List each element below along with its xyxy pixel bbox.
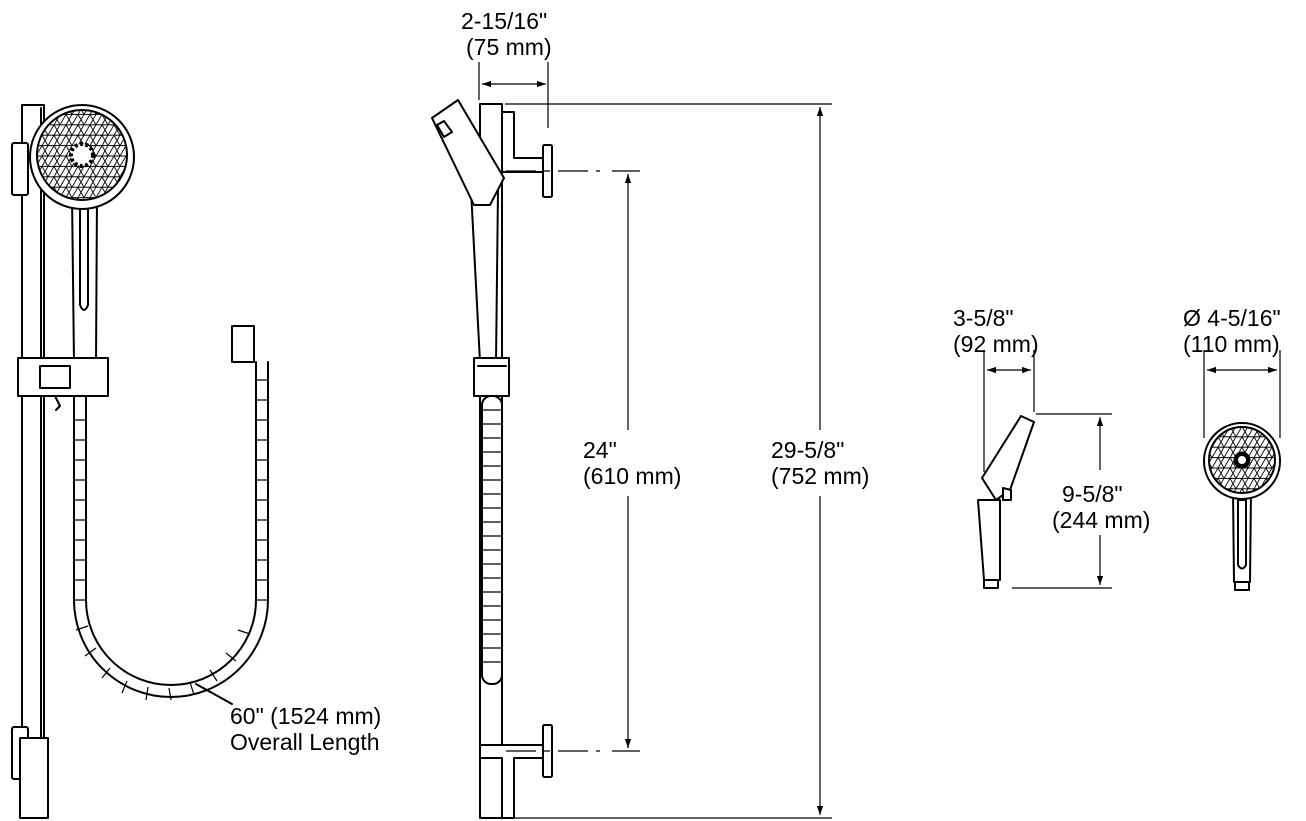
handshower-diameter-label: Ø 4-5/16" (110 mm) — [1183, 305, 1281, 357]
hose-length-caption: Overall Length — [230, 729, 380, 755]
handshower-handle — [71, 194, 98, 363]
handshower-front-view — [1203, 350, 1281, 591]
arm-offset-imperial: 2-15/16" — [461, 8, 548, 34]
overall-height-label: 29-5/8" (752 mm) — [771, 437, 869, 489]
handshower-depth-label: 3-5/8" (92 mm) — [953, 305, 1039, 357]
handshower-height-metric: (244 mm) — [1052, 507, 1151, 533]
side-hose — [481, 395, 503, 685]
hose — [73, 325, 269, 701]
overall-height-metric: (752 mm) — [771, 463, 870, 489]
overall-height-imperial: 29-5/8" — [771, 437, 845, 463]
handshower-depth-imperial: 3-5/8" — [953, 305, 1014, 331]
arm-offset-label: 2-15/16" (75 mm) — [461, 8, 552, 60]
handshower-height-imperial: 9-5/8" — [1062, 481, 1123, 507]
front-view — [11, 104, 269, 819]
bar-spacing-label: 24" (610 mm) — [583, 437, 681, 489]
bar-spacing-imperial: 24" — [583, 437, 617, 463]
arm-offset-metric: (75 mm) — [466, 34, 552, 60]
hose-length-imperial: 60" (1524 mm) — [230, 703, 382, 729]
handshower-diameter-metric: (110 mm) — [1183, 331, 1280, 357]
handshower-depth-metric: (92 mm) — [953, 331, 1039, 357]
side-handle — [470, 189, 499, 363]
top-wall-bracket — [11, 142, 29, 196]
handshower-side-view — [977, 350, 1112, 589]
handshower-height-label: 9-5/8" (244 mm) — [1052, 481, 1150, 533]
handshower-diameter-imperial: Ø 4-5/16" — [1183, 305, 1281, 331]
side-head — [431, 99, 505, 206]
hose-length-label: 60" (1524 mm) Overall Length — [230, 703, 381, 755]
top-arm — [501, 111, 544, 173]
bar-spacing-metric: (610 mm) — [583, 463, 682, 489]
side-view — [431, 62, 832, 819]
